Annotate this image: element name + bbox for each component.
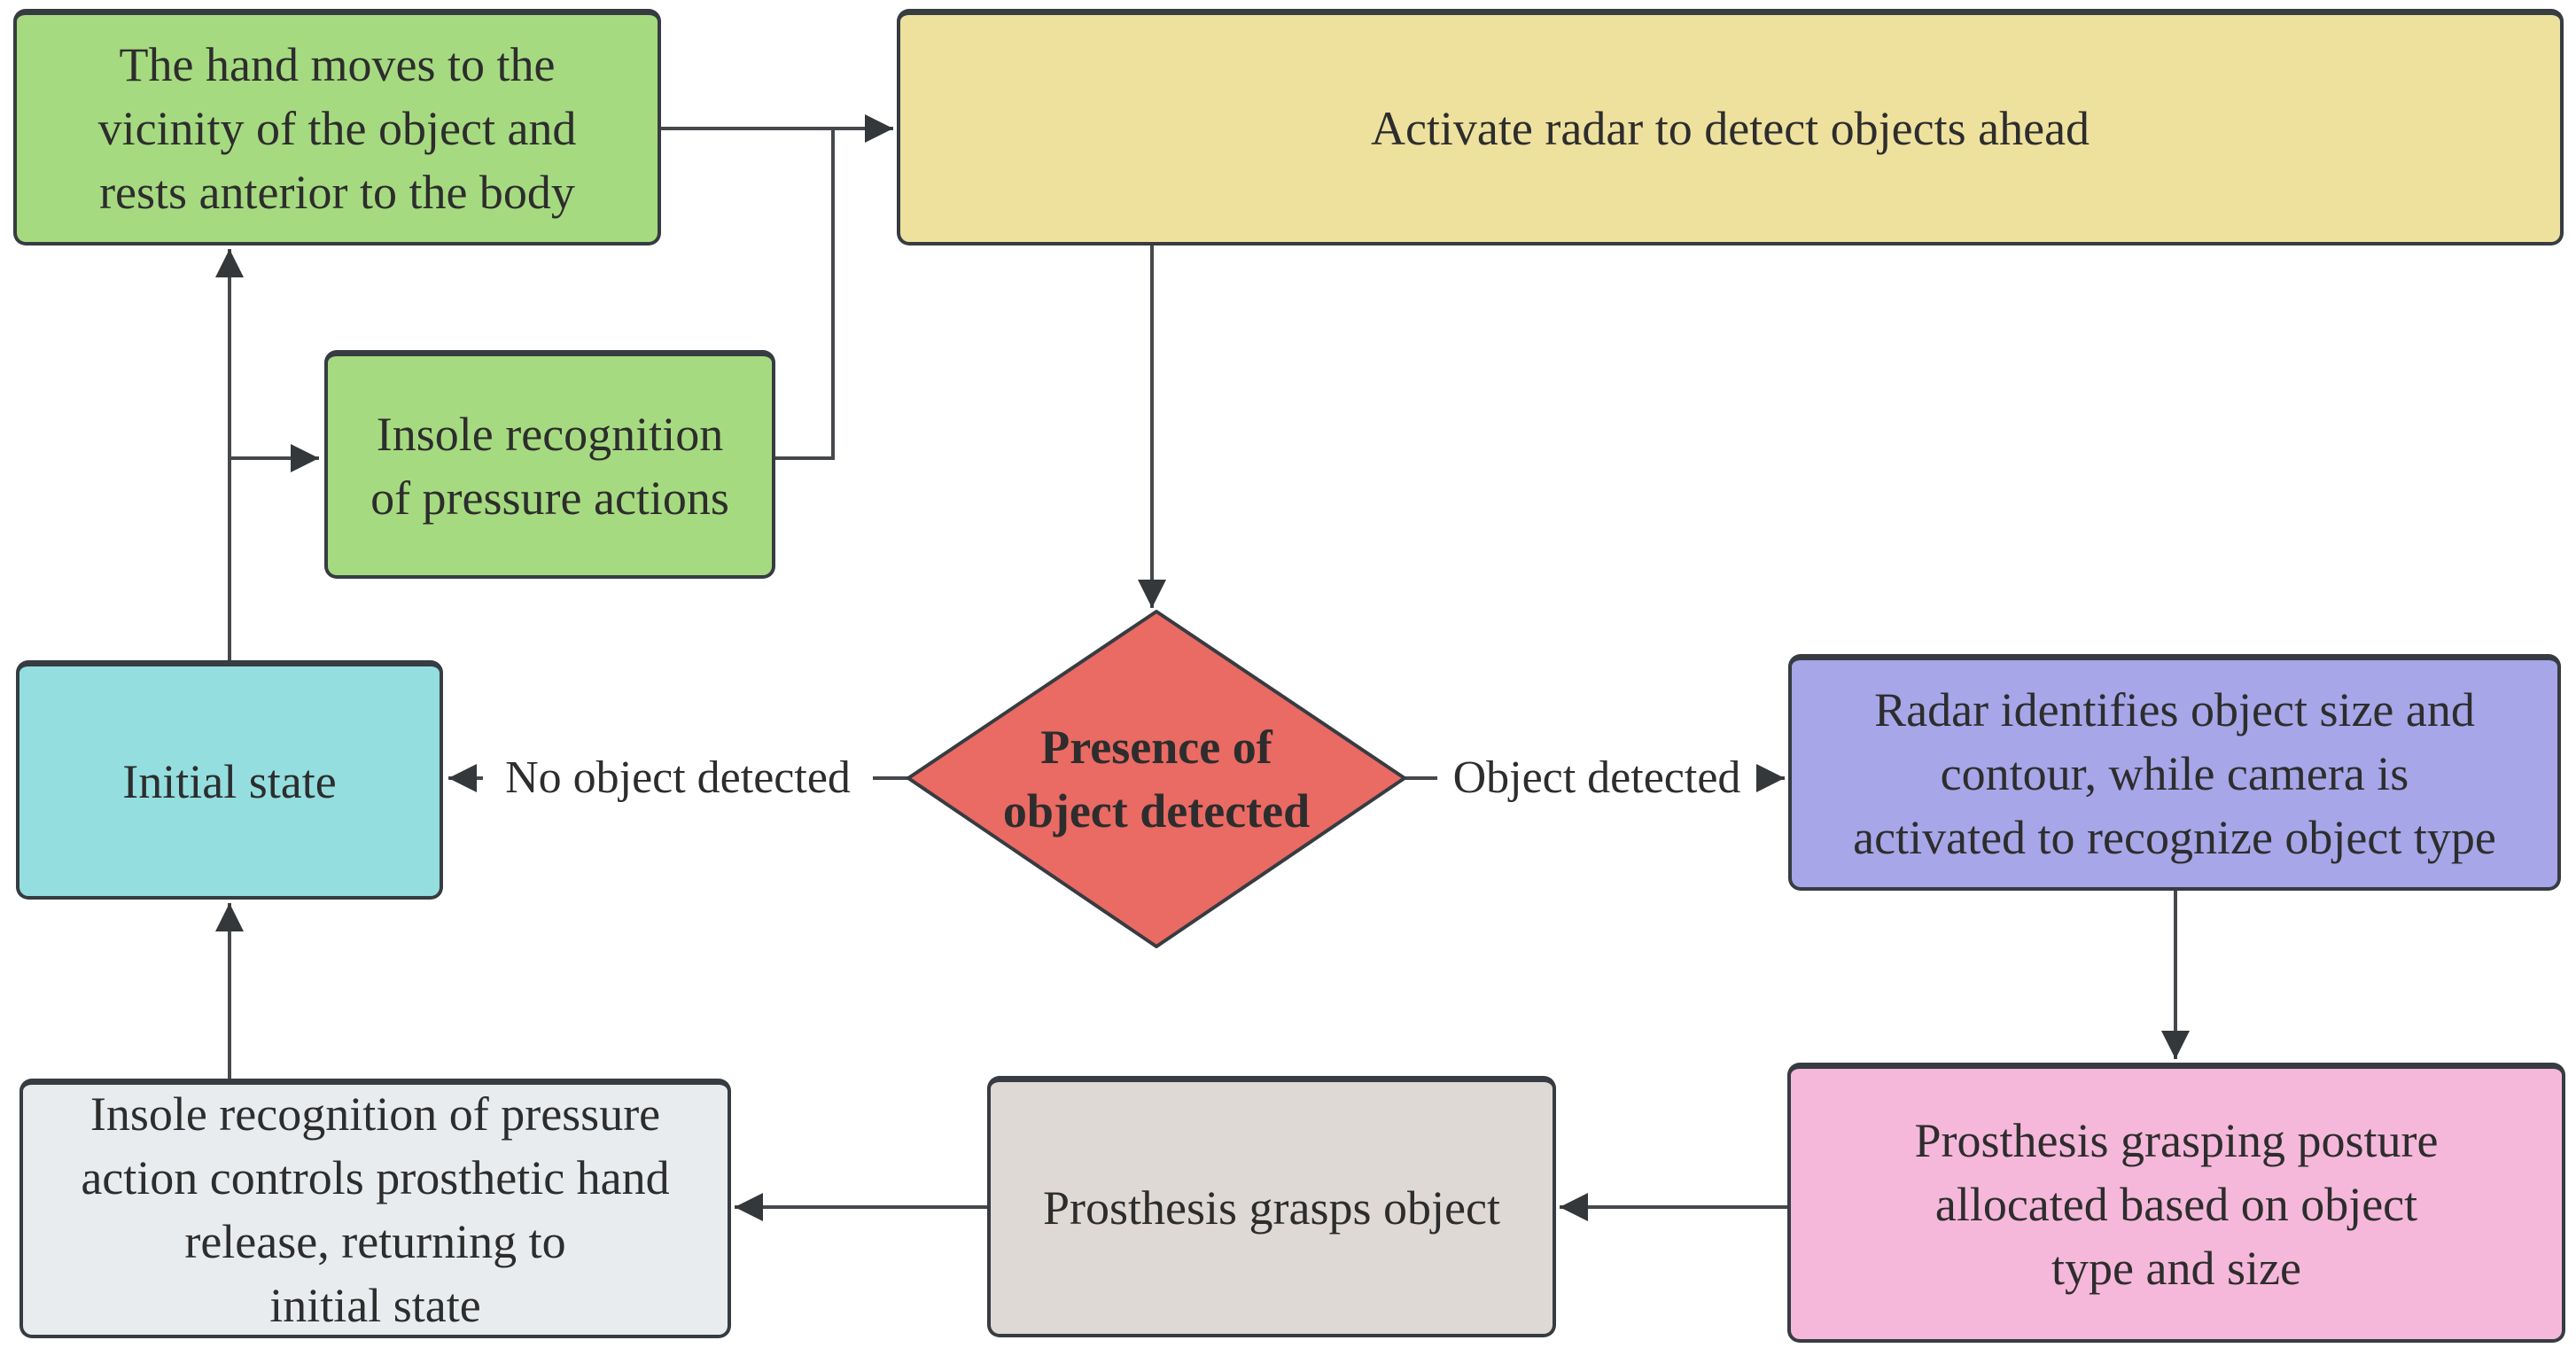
node-initial-state: Initial state <box>16 660 443 900</box>
edge-label-no-object-detected: No object detected <box>483 750 873 806</box>
node-insole-release-label: Insole recognition of pressure action co… <box>81 1087 670 1332</box>
node-radar-identifies-label: Radar identifies object size and contour… <box>1853 683 2496 864</box>
node-hand-moves-label: The hand moves to the vicinity of the ob… <box>97 38 577 219</box>
edge-insole-pressure-to-activate-radar <box>775 129 835 460</box>
node-presence-decision-label: Presence of object detected <box>1002 721 1311 838</box>
decision-diamond <box>907 610 1406 948</box>
node-grasps-object-label: Prosthesis grasps object <box>1043 1181 1500 1235</box>
node-grasp-posture-label: Prosthesis grasping posture allocated ba… <box>1914 1113 2439 1295</box>
node-grasp-posture: Prosthesis grasping posture allocated ba… <box>1787 1063 2565 1343</box>
node-radar-identifies: Radar identifies object size and contour… <box>1788 654 2561 891</box>
edge-label-object-detected: Object detected <box>1437 750 1756 806</box>
node-initial-state-label: Initial state <box>122 754 337 808</box>
node-presence-decision-label-box: Presence of object detected <box>908 612 1405 947</box>
node-insole-pressure: Insole recognition of pressure actions <box>324 350 775 579</box>
node-activate-radar: Activate radar to detect objects ahead <box>897 9 2564 245</box>
node-insole-release: Insole recognition of pressure action co… <box>19 1079 731 1338</box>
node-grasps-object: Prosthesis grasps object <box>987 1076 1556 1337</box>
node-activate-radar-label: Activate radar to detect objects ahead <box>1370 102 2090 155</box>
node-insole-pressure-label: Insole recognition of pressure actions <box>370 407 729 525</box>
node-hand-moves: The hand moves to the vicinity of the ob… <box>13 9 661 245</box>
